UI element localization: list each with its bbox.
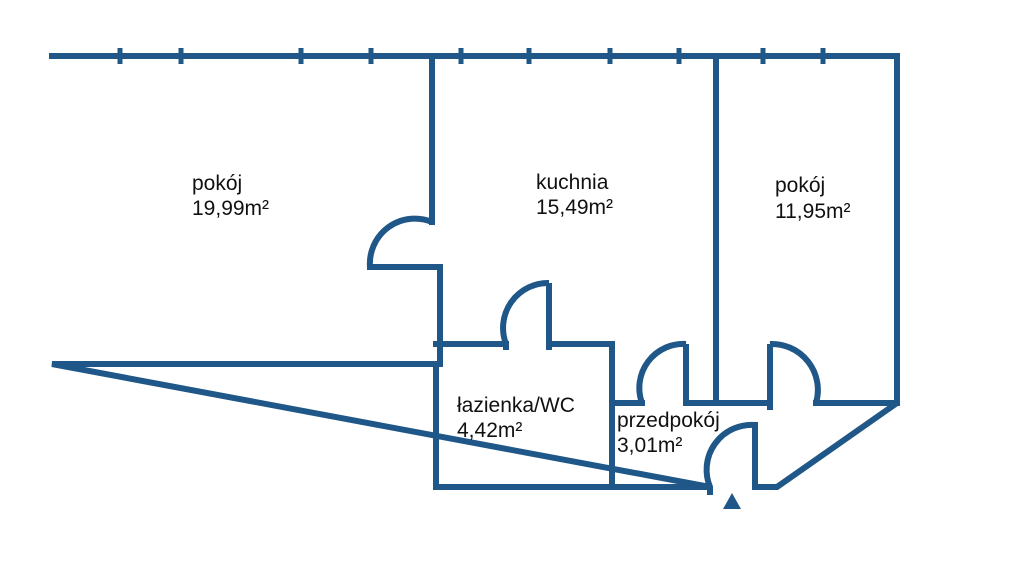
window-marks	[117, 48, 826, 64]
room-name: kuchnia	[536, 171, 609, 194]
room-area: 4,42m²	[457, 419, 522, 442]
interior-walls	[367, 53, 900, 490]
room-area: 15,49m²	[536, 196, 613, 219]
room-label-3: pokój 11,95m²	[775, 174, 850, 223]
door-room1	[366, 215, 434, 268]
room-area: 3,01m²	[617, 434, 682, 457]
room-name: łazienka/WC	[457, 394, 575, 417]
room-name: pokój	[775, 174, 825, 197]
room-label-4: łazienka/WC 4,42m²	[457, 394, 575, 442]
room-area: 11,95m²	[775, 200, 850, 223]
wall-room1-kitchen-lower	[367, 264, 443, 367]
door-room3	[767, 340, 821, 410]
room-label-1: pokój 19,99m²	[192, 172, 269, 220]
room-label-2: kuchnia 15,49m²	[536, 171, 613, 219]
room-label-5: przedpokój 3,01m²	[617, 409, 720, 457]
room-area: 19,99m²	[192, 197, 269, 220]
room-name: przedpokój	[617, 409, 720, 432]
door-bathroom	[500, 279, 552, 350]
door-entrance	[703, 421, 756, 495]
door-kitchen	[636, 340, 689, 405]
entrance-arrow-icon	[723, 493, 741, 509]
doors	[366, 215, 821, 495]
room-name: pokój	[192, 172, 242, 195]
